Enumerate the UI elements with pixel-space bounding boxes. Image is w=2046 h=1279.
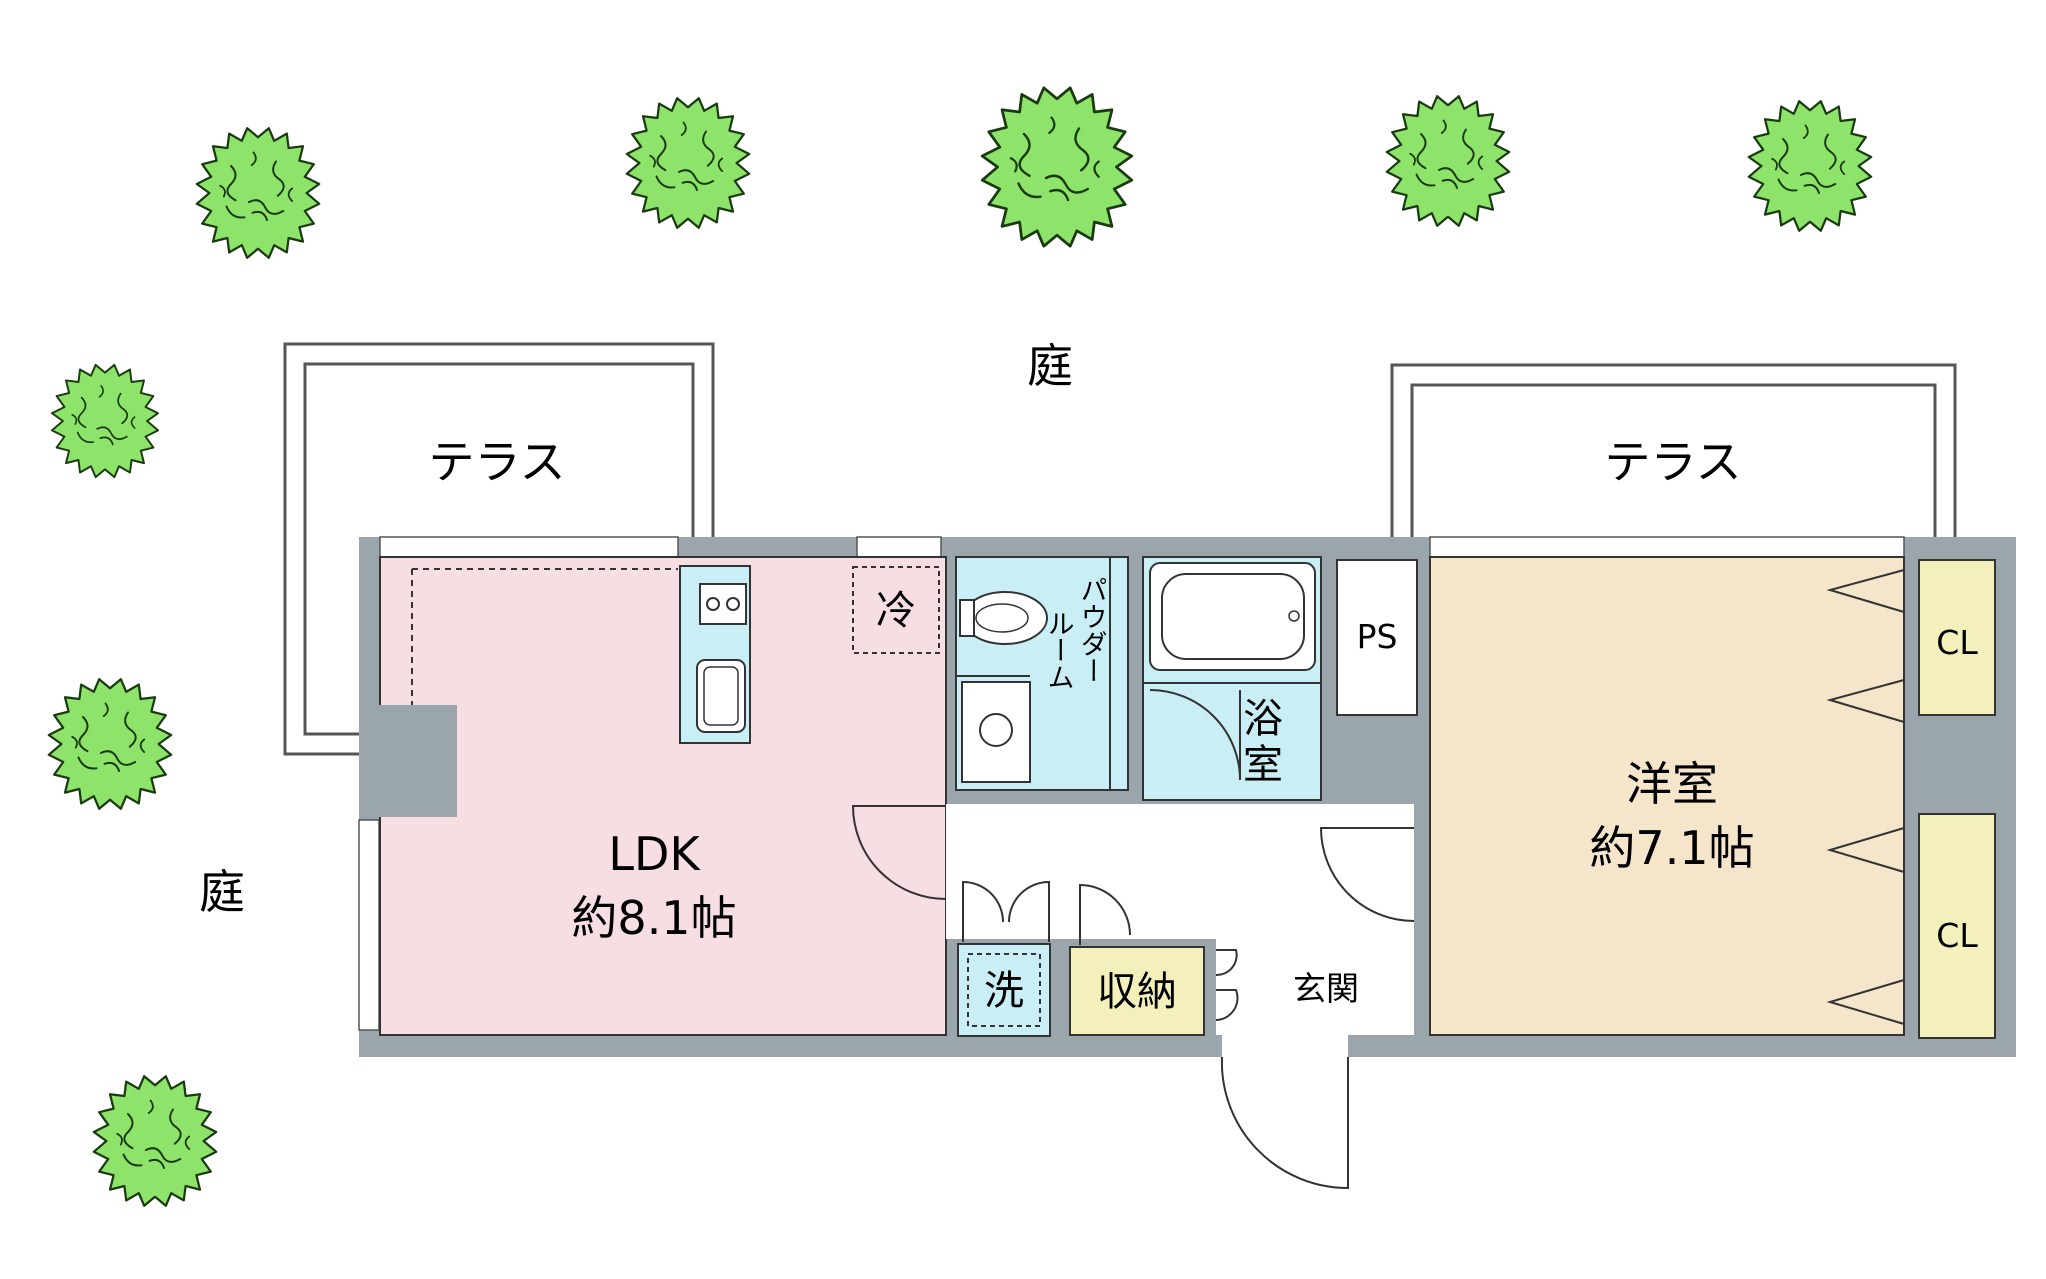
washbasin-icon xyxy=(961,681,1031,783)
tree-icon xyxy=(92,1075,218,1207)
tree-icon xyxy=(625,97,751,229)
storage-label: 収納 xyxy=(1097,969,1177,1015)
tree-icon xyxy=(50,363,160,479)
ps-label: PS xyxy=(1357,617,1398,656)
tree-icon xyxy=(47,678,173,810)
ldk-label: LDK xyxy=(608,827,701,881)
closet-top xyxy=(1918,559,1996,716)
powder-room-label-1: パウダー xyxy=(1076,576,1107,684)
tree-icon xyxy=(980,86,1134,248)
wall-pillar xyxy=(359,705,457,817)
ldk-size: 約8.1帖 xyxy=(571,891,736,945)
washer-label: 洗 xyxy=(984,968,1024,1014)
tree-icon xyxy=(1747,100,1873,232)
front-door-opening xyxy=(1222,1035,1348,1057)
bath-label-1: 浴 xyxy=(1243,696,1283,742)
fridge-label: 冷 xyxy=(876,588,916,634)
sink-icon xyxy=(696,659,746,733)
washer-space xyxy=(957,943,1051,1037)
garden-left-label: 庭 xyxy=(199,865,245,919)
closet-top-label: CL xyxy=(1936,623,1978,662)
tree-icon xyxy=(195,127,321,259)
hallway xyxy=(946,804,1414,939)
fridge-space xyxy=(852,566,940,654)
terrace-left-label: テラス xyxy=(428,435,565,489)
tree-icon xyxy=(1385,95,1511,227)
entrance-label: 玄関 xyxy=(1293,969,1359,1008)
toilet-icon xyxy=(959,591,1048,645)
western-room-size: 約7.1帖 xyxy=(1589,821,1754,875)
stove-icon xyxy=(699,583,747,625)
closet-bottom-label: CL xyxy=(1936,916,1978,955)
garden-top-label: 庭 xyxy=(1027,339,1073,393)
entrance-hall xyxy=(1216,939,1414,1035)
ldk-room xyxy=(379,556,947,1036)
storage xyxy=(1069,946,1205,1036)
closet-bottom xyxy=(1918,813,1996,1039)
bath-label-2: 室 xyxy=(1243,742,1283,788)
bathtub-icon xyxy=(1149,562,1316,671)
western-room xyxy=(1429,556,1905,1036)
pipe-space xyxy=(1336,559,1418,716)
powder-room-label-2: ルーム xyxy=(1043,610,1074,691)
terrace-right-label: テラス xyxy=(1604,435,1741,489)
western-room-label: 洋室 xyxy=(1626,757,1718,811)
